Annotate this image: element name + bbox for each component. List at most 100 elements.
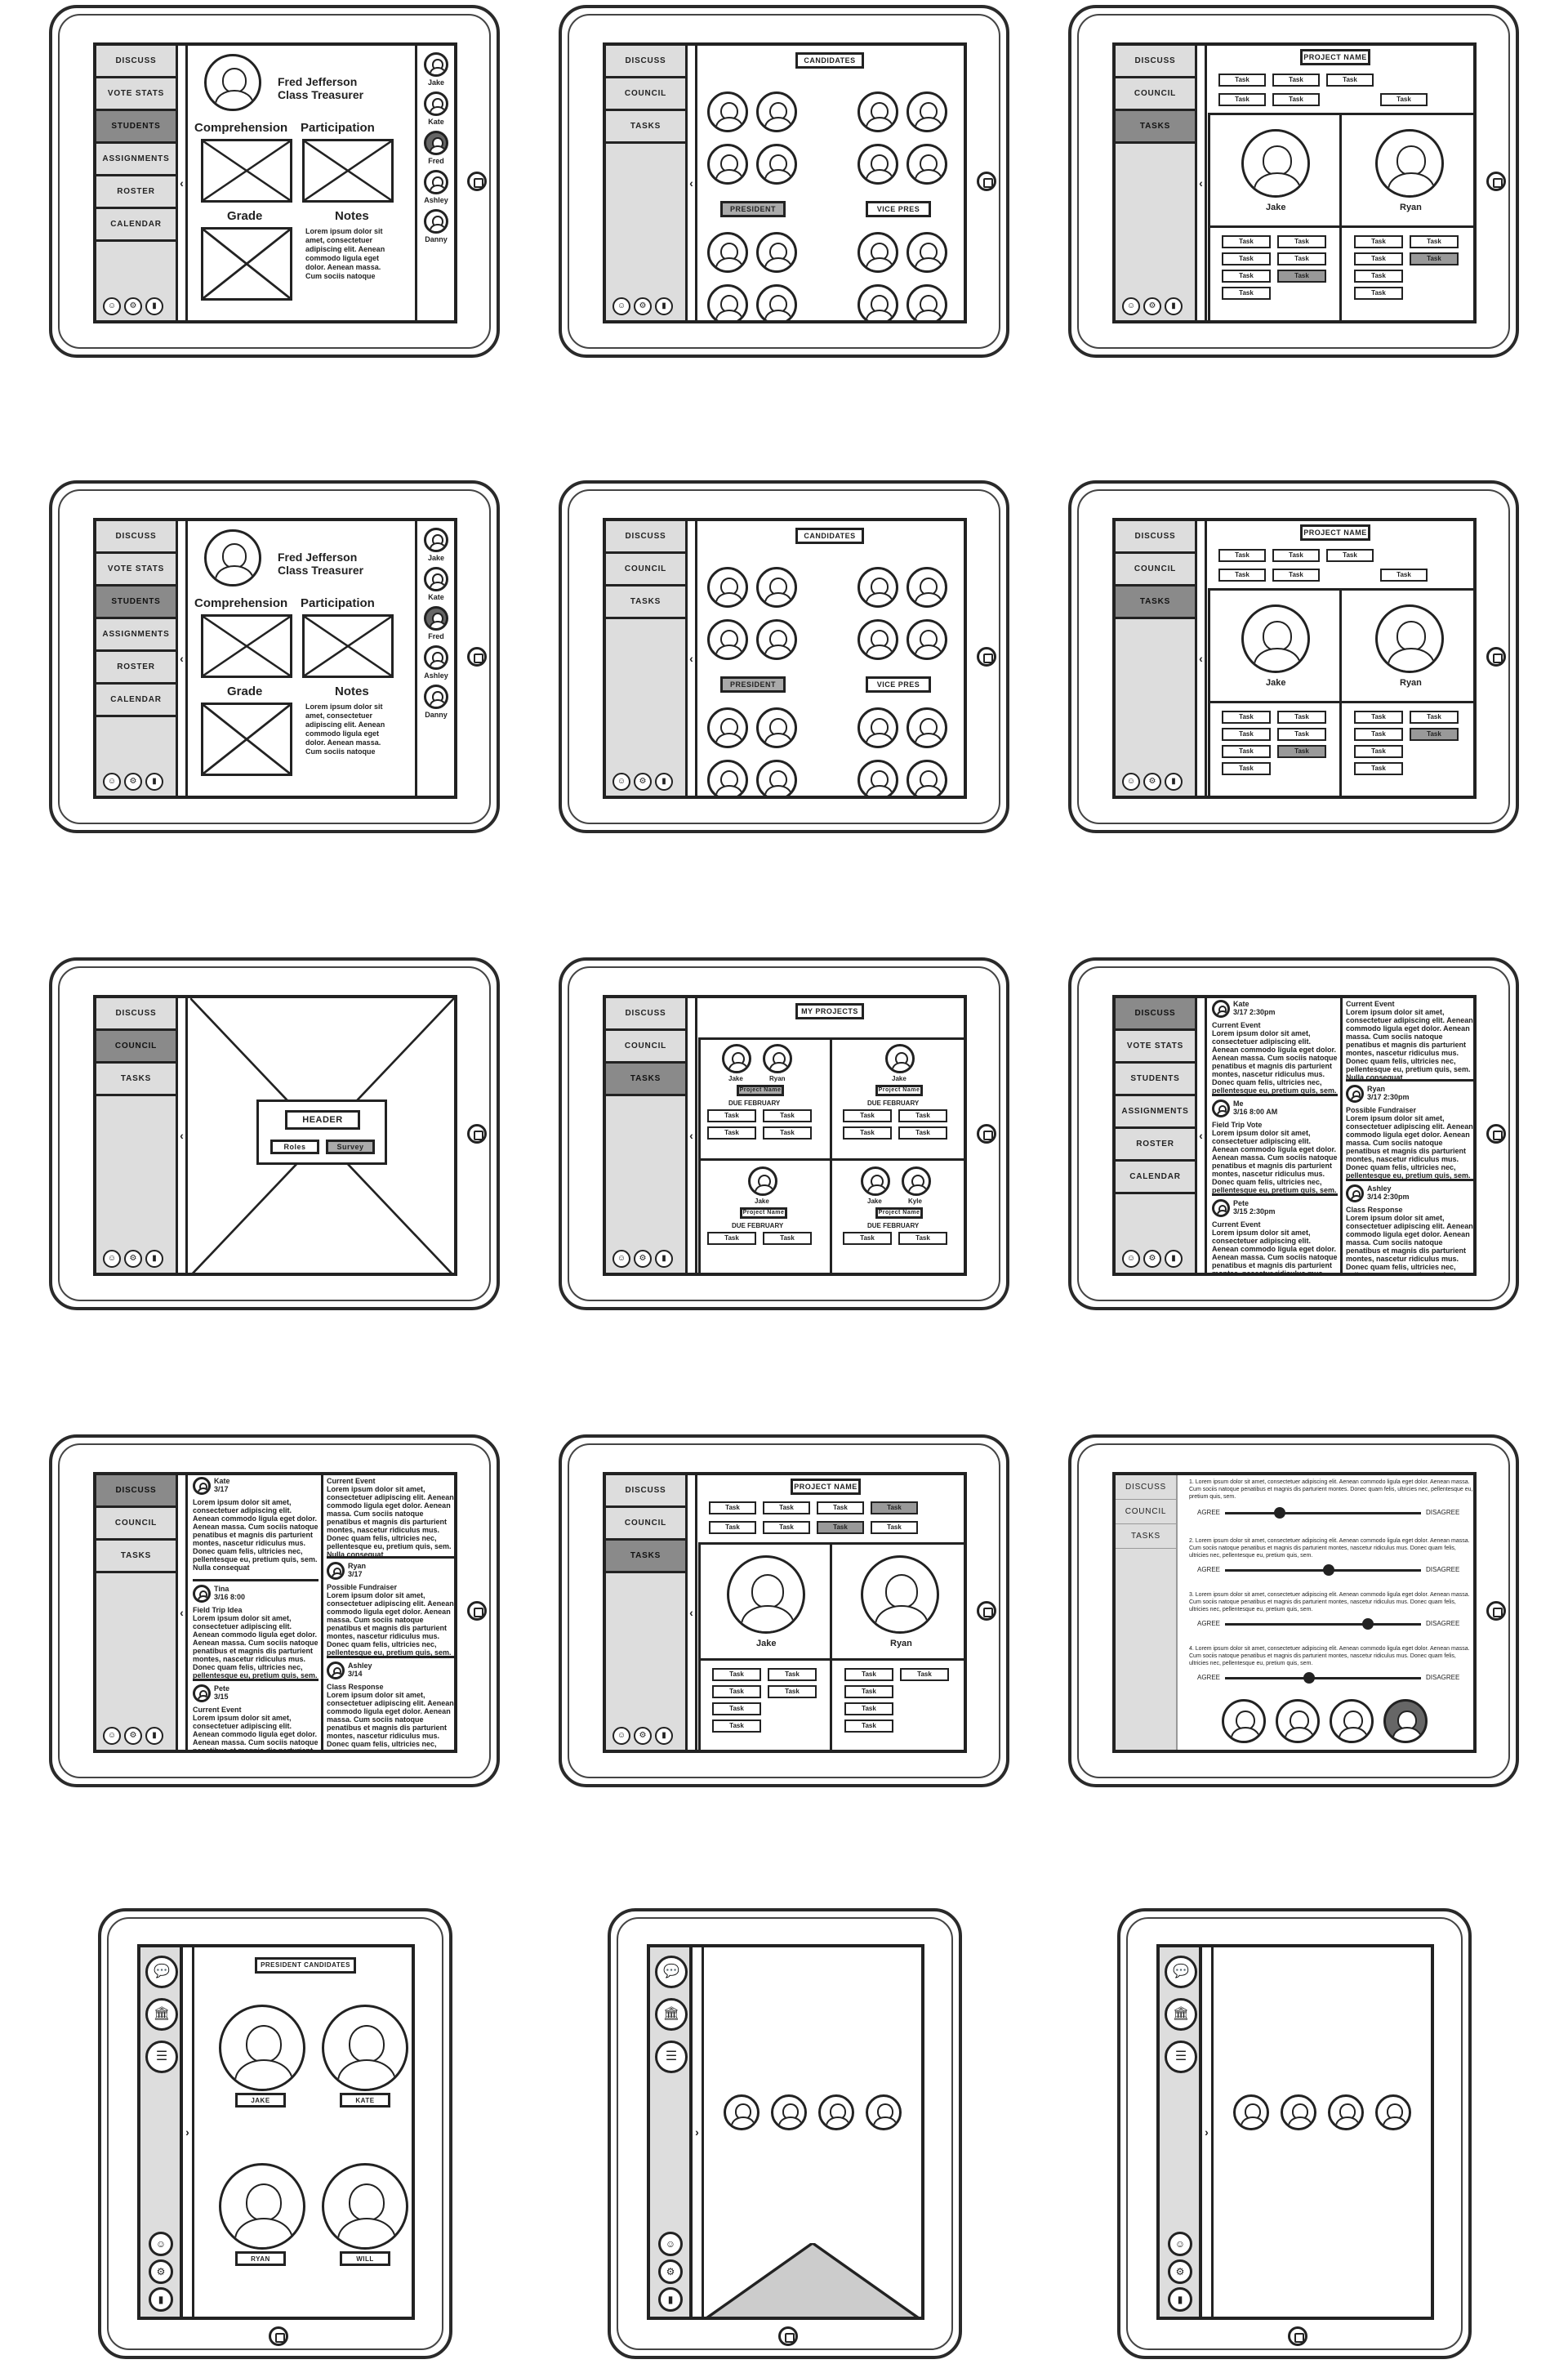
candidate-avatar[interactable] xyxy=(756,707,797,748)
nav-roster[interactable]: ROSTER xyxy=(96,652,176,685)
collapse-handle[interactable]: ‹ xyxy=(1197,521,1207,796)
candidate-avatar[interactable] xyxy=(906,567,947,608)
member-avatar-ryan[interactable] xyxy=(1375,604,1444,673)
candidate-avatar[interactable] xyxy=(756,619,797,660)
profile-icon[interactable]: ☺ xyxy=(1168,2232,1192,2256)
task-chip[interactable]: Task xyxy=(1326,74,1374,87)
collapse-handle[interactable]: ‹ xyxy=(1197,998,1207,1273)
member-avatar[interactable] xyxy=(748,1166,777,1196)
home-button[interactable] xyxy=(977,1601,996,1621)
collapse-handle[interactable]: ‹ xyxy=(688,998,697,1273)
candidate-avatar[interactable] xyxy=(707,284,748,320)
candidate-avatar[interactable] xyxy=(858,619,898,660)
task-chip[interactable]: Task xyxy=(843,1126,892,1140)
nav-vote-stats[interactable]: VOTE STATS xyxy=(96,554,176,587)
collapse-handle[interactable]: ‹ xyxy=(178,46,188,320)
checklist-icon[interactable]: ☰ xyxy=(145,2041,178,2073)
profile-icon[interactable]: ☺ xyxy=(658,2232,683,2256)
member-avatar[interactable] xyxy=(771,2094,807,2130)
home-button[interactable] xyxy=(1486,1124,1506,1144)
task-chip[interactable]: Task xyxy=(871,1521,918,1534)
nav-discuss[interactable]: DISCUSS xyxy=(96,998,176,1031)
task-chip[interactable]: Task xyxy=(707,1126,756,1140)
nav-calendar[interactable]: CALENDAR xyxy=(96,685,176,717)
capitol-icon[interactable]: 🏛 xyxy=(655,1998,688,2031)
home-button[interactable] xyxy=(467,172,487,191)
candidate-avatar[interactable] xyxy=(707,144,748,185)
task-chip[interactable]: Task xyxy=(1354,235,1403,248)
candidate-avatar[interactable] xyxy=(707,91,748,132)
task-chip[interactable]: Task xyxy=(1354,252,1403,265)
candidate-avatar[interactable] xyxy=(756,144,797,185)
task-chip[interactable]: Task xyxy=(1218,549,1266,562)
collapse-handle[interactable]: › xyxy=(183,1947,194,2317)
member-avatar[interactable] xyxy=(1281,2094,1316,2130)
task-chip[interactable]: Task xyxy=(844,1702,893,1715)
project-name-chip[interactable]: Project Name xyxy=(875,1207,923,1219)
task-chip[interactable]: Task xyxy=(817,1501,864,1514)
nav-assignments[interactable]: ASSIGNMENTS xyxy=(96,619,176,652)
roster-avatar[interactable] xyxy=(424,91,448,116)
task-chip[interactable]: Task xyxy=(1218,93,1266,106)
task-chip[interactable]: Task xyxy=(1272,569,1320,582)
home-button[interactable] xyxy=(467,1601,487,1621)
task-chip[interactable]: Task xyxy=(1410,235,1459,248)
settings-icon[interactable]: ⚙ xyxy=(1143,297,1161,315)
member-avatar[interactable] xyxy=(818,2094,854,2130)
nav-discuss[interactable]: DISCUSS xyxy=(96,521,176,554)
member-avatar[interactable] xyxy=(763,1044,792,1073)
task-chip[interactable]: Task xyxy=(1218,74,1266,87)
nav-tasks[interactable]: TASKS xyxy=(606,1541,685,1573)
member-avatar[interactable] xyxy=(1233,2094,1269,2130)
slider-knob[interactable] xyxy=(1362,1618,1374,1630)
respondent-avatar[interactable] xyxy=(1276,1699,1320,1743)
task-chip[interactable]: Task xyxy=(1277,235,1326,248)
member-avatar-ryan[interactable] xyxy=(1375,129,1444,198)
member-avatar[interactable] xyxy=(724,2094,760,2130)
slider-knob[interactable] xyxy=(1274,1507,1285,1519)
nav-discuss[interactable]: DISCUSS xyxy=(606,998,685,1031)
nav-tasks[interactable]: TASKS xyxy=(1116,587,1195,619)
candidate-avatar[interactable] xyxy=(906,284,947,320)
slider-knob[interactable] xyxy=(1323,1564,1334,1576)
task-chip[interactable]: Task xyxy=(898,1232,947,1245)
nav-students[interactable]: STUDENTS xyxy=(96,587,176,619)
task-chip[interactable]: Task xyxy=(1272,549,1320,562)
profile-icon[interactable]: ☺ xyxy=(149,2232,173,2256)
task-chip[interactable]: Task xyxy=(707,1109,756,1122)
task-chip[interactable]: Task xyxy=(898,1126,947,1140)
candidate-avatar[interactable] xyxy=(906,91,947,132)
vice-pres-button[interactable]: VICE PRES xyxy=(866,676,931,693)
task-chip[interactable]: Task xyxy=(763,1126,812,1140)
project-name-chip[interactable]: Project Name xyxy=(740,1207,787,1219)
nav-students[interactable]: STUDENTS xyxy=(1116,1064,1195,1096)
home-button[interactable] xyxy=(778,2326,798,2346)
candidate-avatar[interactable] xyxy=(707,232,748,273)
candidate-avatar[interactable] xyxy=(906,144,947,185)
collapse-handle[interactable]: › xyxy=(1202,1947,1214,2317)
candidate-avatar[interactable] xyxy=(858,284,898,320)
task-chip[interactable]: Task xyxy=(1410,711,1459,724)
profile-icon[interactable]: ☺ xyxy=(103,1727,121,1745)
candidate-avatar[interactable] xyxy=(322,2163,408,2250)
settings-icon[interactable]: ⚙ xyxy=(1143,1250,1161,1268)
task-chip[interactable]: Task xyxy=(763,1501,810,1514)
task-chip[interactable]: Task xyxy=(712,1685,761,1698)
member-avatar[interactable] xyxy=(722,1044,751,1073)
respondent-avatar-selected[interactable] xyxy=(1383,1699,1428,1743)
task-chip-active[interactable]: Task xyxy=(1410,252,1459,265)
agreement-slider[interactable] xyxy=(1225,1507,1421,1519)
candidate-avatar[interactable] xyxy=(707,619,748,660)
task-chip-active[interactable]: Task xyxy=(1410,728,1459,741)
task-chip-active[interactable]: Task xyxy=(1277,745,1326,758)
nav-assignments[interactable]: ASSIGNMENTS xyxy=(96,144,176,176)
nav-tasks[interactable]: TASKS xyxy=(96,1064,176,1096)
collapse-handle[interactable]: ‹ xyxy=(178,521,188,796)
candidate-avatar[interactable] xyxy=(858,91,898,132)
task-chip[interactable]: Task xyxy=(1354,762,1403,775)
collapse-handle[interactable]: ‹ xyxy=(178,1475,188,1750)
